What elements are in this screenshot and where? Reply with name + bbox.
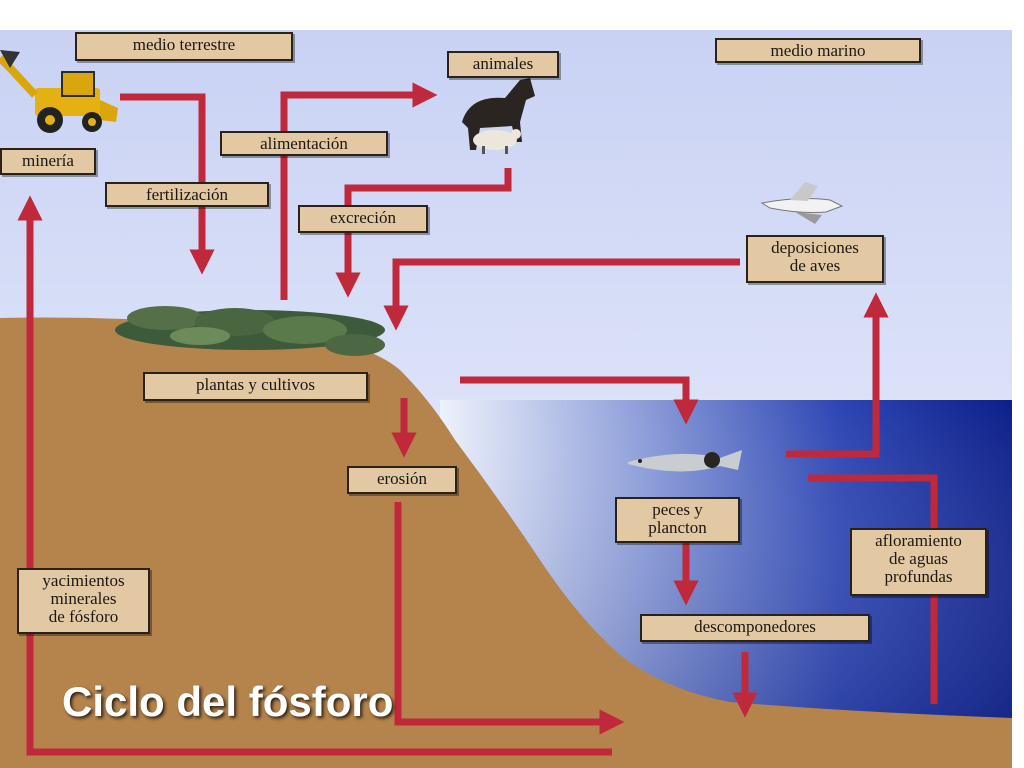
seagull-icon <box>760 182 844 224</box>
arrows <box>17 82 938 756</box>
arrow-plants-to-animals <box>280 82 438 300</box>
land-soil <box>0 317 1012 768</box>
horse-sheep-icon <box>462 78 535 154</box>
label-excrecion: excreción <box>298 205 428 233</box>
label-mineria: minería <box>0 148 96 175</box>
arrow-upwelling <box>808 474 938 704</box>
arrow-excretion <box>335 168 512 298</box>
label-fertilizacion: fertilización <box>105 182 269 207</box>
label-descomponedores: descomponedores <box>640 614 870 642</box>
white-top-margin <box>0 0 1024 30</box>
fish-icon <box>628 450 742 472</box>
label-plantas-y-cultivos: plantas y cultivos <box>143 372 368 401</box>
label-medio-terrestre: medio terrestre <box>75 32 293 61</box>
arrow-sediment-to-deposits <box>17 195 612 756</box>
arrow-mining-to-fertilization <box>120 93 215 275</box>
label-alimentacion: alimentación <box>220 131 388 156</box>
label-peces-y-plancton: peces y plancton <box>615 497 740 543</box>
arrow-bird-droppings <box>383 258 740 331</box>
label-afloramiento: afloramiento de aguas profundas <box>850 528 987 596</box>
label-animales: animales <box>447 51 559 78</box>
arrow-fish-to-birds <box>786 292 889 458</box>
arrow-erosion-to-seabed <box>394 502 625 735</box>
arrow-runoff-to-sea <box>460 376 699 425</box>
diagram-title: Ciclo del fósforo <box>62 678 394 725</box>
label-deposiciones-de-aves: deposiciones de aves <box>746 235 884 283</box>
plants-crops-image <box>115 306 385 356</box>
label-yacimientos: yacimientos minerales de fósforo <box>17 568 150 634</box>
label-erosion: erosión <box>347 466 457 494</box>
backhoe-icon <box>0 50 118 133</box>
label-medio-marino: medio marino <box>715 38 921 63</box>
